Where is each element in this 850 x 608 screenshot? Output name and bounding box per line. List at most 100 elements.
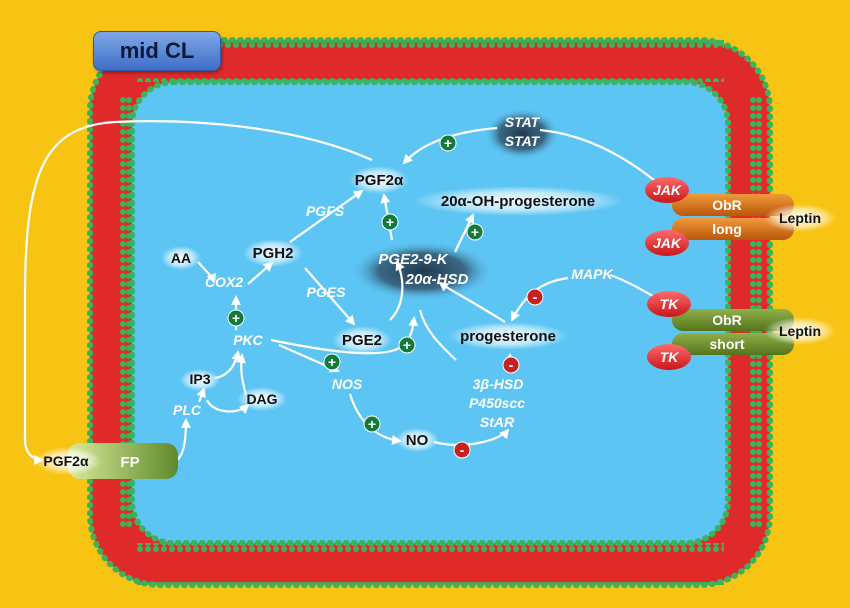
tk-upper-label: TK bbox=[660, 296, 680, 312]
plus-ohprog: + bbox=[466, 223, 484, 241]
jak-upper bbox=[645, 177, 689, 203]
label-pkc: PKC bbox=[233, 332, 263, 348]
obr-long-lower bbox=[672, 218, 794, 240]
svg-text:+: + bbox=[232, 310, 240, 326]
label-pgf2a: PGF2α bbox=[355, 172, 404, 189]
node-labels: STAT STAT PGF2α PGFS 20α-OH-progesterone… bbox=[171, 114, 614, 449]
svg-text:+: + bbox=[368, 416, 376, 432]
jak-lower-label: JAK bbox=[653, 235, 682, 251]
outer-heads bbox=[87, 37, 773, 588]
label-20a-hsd: 20α-HSD bbox=[405, 271, 469, 288]
membrane-bottom bbox=[136, 543, 724, 585]
fp-receptor-body bbox=[68, 443, 178, 479]
jak-upper-label: JAK bbox=[653, 182, 682, 198]
fp-receptor: PGF2α FP bbox=[34, 443, 178, 479]
label-pge2-9-k: PGE2-9-K bbox=[378, 251, 448, 268]
line-stat-jak bbox=[539, 128, 661, 186]
arrow-prog-hsd bbox=[438, 281, 506, 323]
svg-text:-: - bbox=[460, 442, 465, 458]
tk-lower-label: TK bbox=[660, 349, 680, 365]
obr-long-type-label: long bbox=[712, 221, 742, 237]
glow-oh-progesterone bbox=[413, 186, 623, 216]
glow-dag bbox=[237, 387, 287, 411]
jak-lower bbox=[645, 230, 689, 256]
svg-text:+: + bbox=[386, 214, 394, 230]
obr-long-receptor: JAK JAK ObR long Leptin bbox=[645, 177, 836, 256]
arrow-plc-ip3 bbox=[196, 387, 206, 403]
label-stat2: STAT bbox=[505, 133, 541, 149]
label-pgfs: PGFS bbox=[306, 203, 345, 219]
svg-text:+: + bbox=[444, 135, 452, 151]
glow-aa bbox=[161, 246, 201, 270]
leptin-glow-1 bbox=[764, 204, 836, 232]
arrow-aa-cox2 bbox=[197, 261, 217, 284]
obr-short-upper bbox=[672, 309, 794, 331]
obr-short-receptor: TK TK ObR short Leptin bbox=[647, 291, 836, 370]
glow-pgf2a bbox=[349, 166, 409, 194]
tk-lower bbox=[647, 344, 691, 370]
plus-nos: + bbox=[323, 353, 341, 371]
label-mapk: MAPK bbox=[571, 266, 613, 282]
label-pgh2: PGH2 bbox=[253, 245, 294, 262]
minus-hsd3b: - bbox=[502, 356, 520, 374]
regulation-signs: + + + + + + + - - - bbox=[227, 134, 544, 459]
glow-pgh2 bbox=[243, 239, 303, 267]
tk-upper bbox=[647, 291, 691, 317]
shadow-enzymes bbox=[350, 241, 494, 301]
plus-pgf2a-up: + bbox=[381, 213, 399, 231]
obr-long-label: ObR bbox=[712, 197, 742, 213]
obr-short-lower bbox=[672, 333, 794, 355]
plus-stat: + bbox=[439, 134, 457, 152]
glow-no bbox=[395, 428, 439, 452]
svg-text:+: + bbox=[403, 337, 411, 353]
diagram-title: mid CL bbox=[93, 31, 221, 71]
obr-short-label: ObR bbox=[712, 312, 742, 328]
label-nos: NOS bbox=[332, 376, 363, 392]
label-cox2: COX2 bbox=[205, 274, 243, 290]
fp-ligand-label: PGF2α bbox=[43, 453, 89, 469]
arrow-dag-pkc bbox=[236, 353, 248, 396]
plus-cox2: + bbox=[227, 309, 245, 327]
fp-label: FP bbox=[120, 454, 139, 471]
glow-pge2 bbox=[332, 326, 392, 354]
label-stat1: STAT bbox=[505, 114, 541, 130]
arrow-no-hsd3b bbox=[433, 428, 510, 446]
label-star: StAR bbox=[480, 414, 515, 430]
arrow-pkc-pge2-path bbox=[270, 316, 419, 355]
svg-text:+: + bbox=[328, 354, 336, 370]
plus-no: + bbox=[363, 415, 381, 433]
label-3b-hsd: 3β-HSD bbox=[473, 376, 524, 392]
minus-no: - bbox=[453, 441, 471, 459]
glow-backgrounds bbox=[161, 108, 623, 452]
arrow-hsd-ohprog bbox=[454, 213, 474, 253]
obr-short-type-label: short bbox=[710, 336, 745, 352]
leptin-label-1: Leptin bbox=[779, 210, 821, 226]
arrow-export-pgf2a bbox=[23, 120, 373, 465]
label-p450scc: P450scc bbox=[469, 395, 525, 411]
label-oh-progesterone: 20α-OH-progesterone bbox=[441, 193, 595, 210]
leptin-label-2: Leptin bbox=[779, 323, 821, 339]
arrow-pge2-up bbox=[389, 260, 405, 321]
label-pge2: PGE2 bbox=[342, 332, 382, 349]
label-pges: PGES bbox=[307, 284, 347, 300]
svg-text:-: - bbox=[509, 357, 514, 373]
fp-ligand-glow bbox=[34, 447, 102, 475]
label-plc: PLC bbox=[173, 402, 202, 418]
obr-long-upper bbox=[672, 194, 794, 216]
arrow-cox2-pgh2 bbox=[247, 261, 274, 285]
arrow-plc-dag bbox=[205, 399, 250, 414]
label-ip3: IP3 bbox=[189, 371, 210, 387]
cytoplasm bbox=[129, 79, 731, 546]
label-progesterone: progesterone bbox=[460, 328, 556, 345]
shadow-stat bbox=[484, 108, 560, 160]
glow-ip3 bbox=[180, 369, 220, 391]
diagram-title-text: mid CL bbox=[119, 38, 195, 63]
arrow-pgh2-pgf2a bbox=[289, 189, 364, 243]
label-no: NO bbox=[406, 432, 429, 449]
arrow-stat-pgf2a bbox=[402, 126, 498, 165]
arrow-pgh2-pge2 bbox=[304, 267, 356, 326]
label-aa: AA bbox=[171, 250, 191, 266]
line-hsd-prog bbox=[418, 309, 457, 361]
